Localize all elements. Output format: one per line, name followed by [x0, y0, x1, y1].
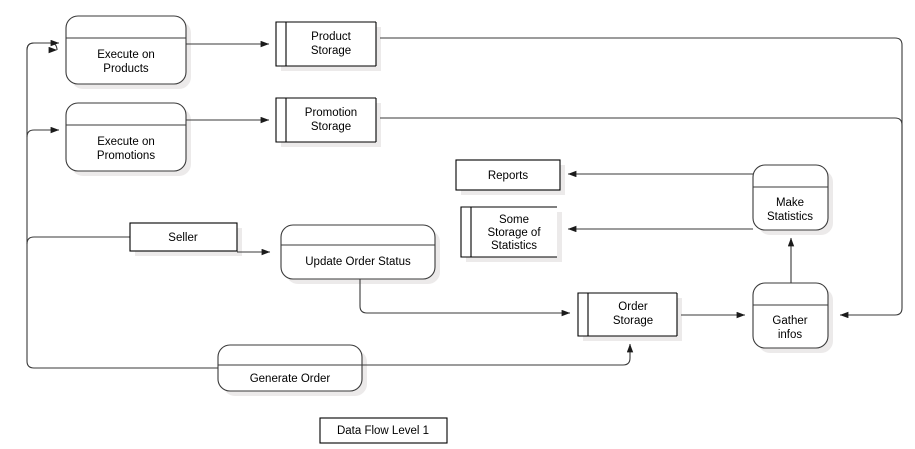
- external-entity-label-reports: Reports: [488, 170, 529, 182]
- flow-left-spine-to-seller: [26, 236, 130, 245]
- flow-generate-order-to-order-storage[interactable]: [362, 343, 634, 366]
- process-label-update-order-status: Update Order Status: [305, 256, 411, 268]
- flow-promotion-storage-to-gather-infos[interactable]: [380, 117, 903, 200]
- external-entity-label-seller: Seller: [168, 232, 198, 244]
- flow-left-spine-to-execute-products-arrow: [26, 39, 60, 51]
- flow-lines: [26, 37, 903, 369]
- data-store-label-promotion-storage-line2: Storage: [311, 121, 351, 133]
- external-entity-seller[interactable]: Seller: [129, 222, 238, 252]
- process-label-execute-on-products-line1: Execute on: [97, 49, 155, 61]
- process-label-gather-infos-line2: infos: [778, 329, 803, 341]
- process-label-make-statistics-line1: Make: [776, 197, 804, 209]
- data-store-label-statistics-line1: Some: [499, 214, 529, 226]
- diagram-caption-label: Data Flow Level 1: [337, 425, 429, 437]
- process-label-make-statistics-line2: Statistics: [767, 211, 813, 223]
- data-store-promotion-storage[interactable]: Promotion Storage: [275, 97, 377, 143]
- process-label-execute-on-promotions-line2: Promotions: [97, 150, 155, 162]
- process-execute-on-promotions[interactable]: Execute on Promotions: [65, 102, 187, 172]
- process-generate-order[interactable]: Generate Order: [217, 344, 363, 392]
- process-label-execute-on-products-line2: Products: [103, 63, 149, 75]
- process-label-gather-infos-line1: Gather: [772, 315, 807, 327]
- data-store-product-storage[interactable]: Product Storage: [275, 21, 377, 67]
- external-entity-reports[interactable]: Reports: [455, 159, 561, 191]
- process-label-generate-order: Generate Order: [250, 373, 331, 385]
- data-store-label-statistics-line2: Storage of: [487, 227, 541, 239]
- process-execute-on-products[interactable]: Execute on Products: [65, 15, 187, 85]
- data-store-label-product-storage-line2: Storage: [311, 45, 351, 57]
- data-store-some-storage-of-statistics[interactable]: Some Storage of Statistics: [460, 206, 557, 258]
- data-store-label-order-storage-line1: Order: [618, 301, 648, 313]
- flow-left-spine-to-execute-promotions-arrow: [26, 126, 60, 138]
- process-update-order-status[interactable]: Update Order Status: [280, 224, 436, 280]
- process-label-execute-on-promotions-line1: Execute on: [97, 136, 155, 148]
- data-store-label-product-storage-line1: Product: [311, 31, 351, 43]
- diagram-caption: Data Flow Level 1: [319, 417, 448, 444]
- data-store-label-promotion-storage-line1: Promotion: [305, 107, 357, 119]
- flow-generate-order-to-execute-products[interactable]: [26, 41, 218, 369]
- data-store-label-order-storage-line2: Storage: [613, 315, 653, 327]
- process-make-statistics[interactable]: Make Statistics: [752, 164, 829, 231]
- process-gather-infos[interactable]: Gather infos: [752, 282, 829, 349]
- data-store-order-storage[interactable]: Order Storage: [577, 292, 678, 337]
- flow-update-order-status-to-order-storage[interactable]: [359, 279, 571, 317]
- data-store-label-statistics-line3: Statistics: [491, 240, 537, 252]
